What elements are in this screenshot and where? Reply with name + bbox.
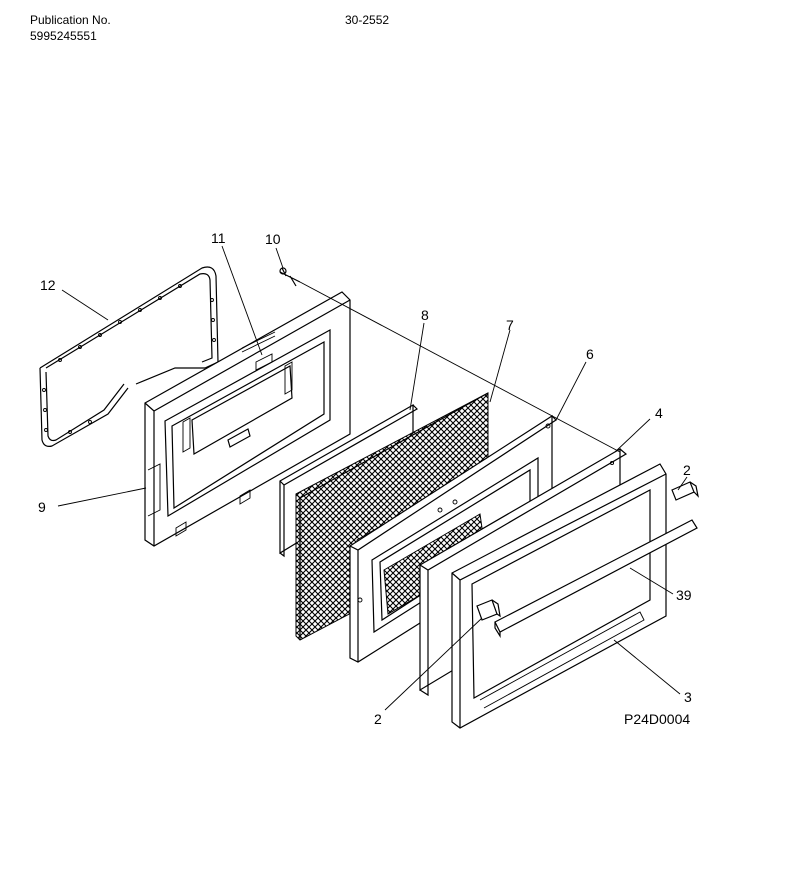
door-screw [279, 267, 301, 287]
publication-number: 5995245551 [30, 29, 97, 43]
callout-10: 10 [265, 231, 281, 247]
callout-7: 7 [506, 317, 514, 333]
handle-end-cap-right [671, 481, 699, 501]
outer-door-frame [144, 291, 351, 547]
callout-3: 3 [684, 689, 692, 705]
publication-label: Publication No. [30, 13, 111, 27]
callout-9: 9 [38, 499, 46, 515]
assembly-axis-line [299, 281, 621, 453]
callout-2-bottom: 2 [374, 711, 382, 727]
callout-8: 8 [421, 307, 429, 323]
diagram-code: P24D0004 [624, 711, 690, 727]
callout-6: 6 [586, 346, 594, 362]
callout-12: 12 [40, 277, 56, 293]
handle-end-cap-left [476, 599, 501, 621]
door-gasket [39, 266, 219, 447]
callout-4: 4 [655, 405, 663, 421]
callout-11: 11 [211, 230, 226, 246]
callout-39: 39 [676, 587, 692, 603]
callout-leaders [57, 245, 688, 711]
door-handle [494, 519, 698, 639]
model-code: 30-2552 [345, 13, 390, 27]
callout-2-right: 2 [683, 462, 691, 478]
